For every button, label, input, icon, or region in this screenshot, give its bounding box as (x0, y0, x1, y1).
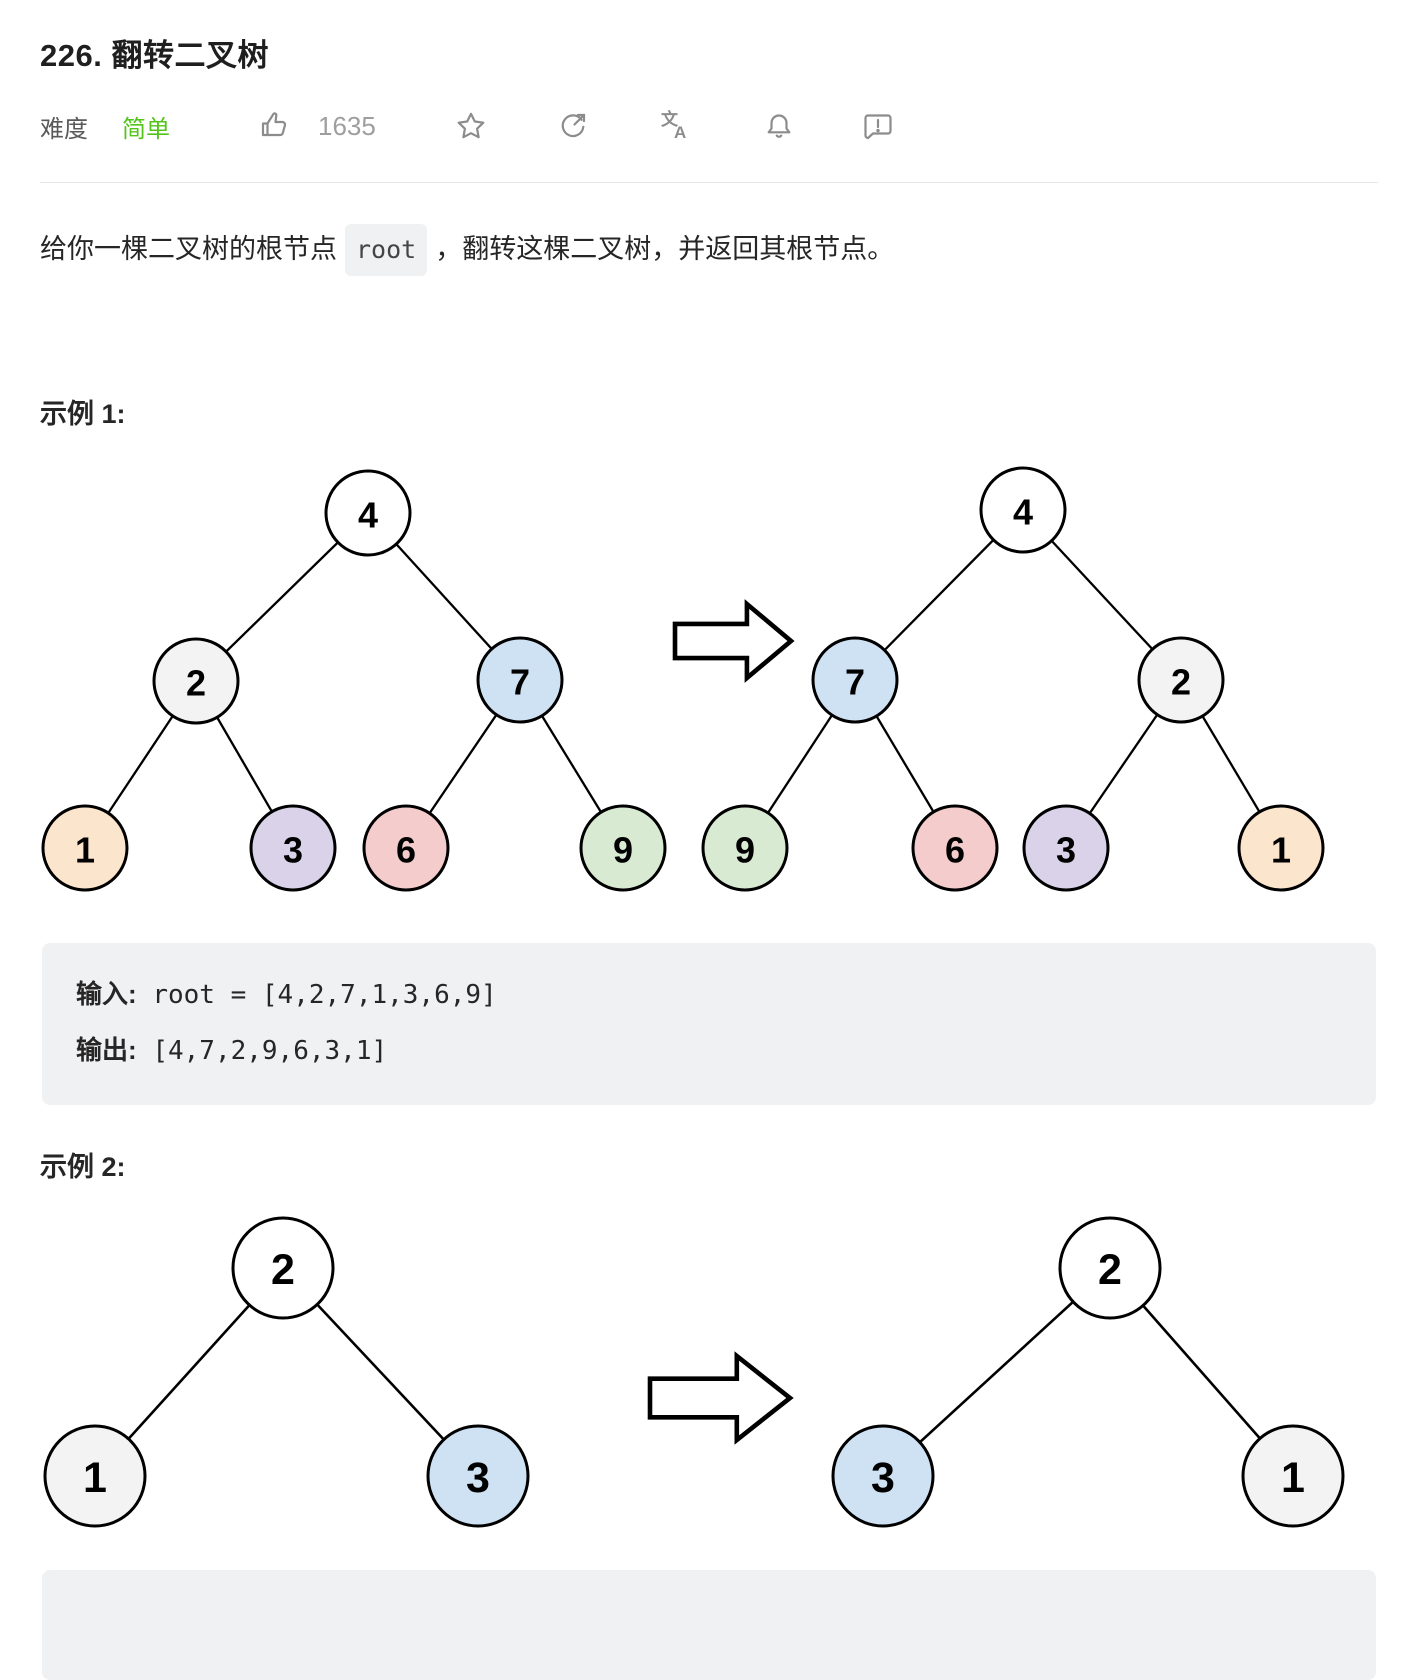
tree-node (426, 1424, 530, 1528)
tree-node-value: 3 (466, 1454, 490, 1502)
input-value: root = [4,2,7,1,3,6,9] (136, 980, 497, 1010)
likes-count: 1635 (318, 110, 376, 141)
output-label: 输出: (76, 1035, 137, 1065)
tree-node (231, 1216, 335, 1320)
tree-node-value: 4 (1013, 492, 1033, 533)
tree-node (579, 804, 667, 892)
problem-title: 226. 翻转二叉树 (40, 38, 269, 73)
tree-node (1058, 1216, 1162, 1320)
tree-node-value: 7 (510, 662, 530, 703)
transform-arrow (647, 1351, 794, 1445)
tree-node-value: 3 (1056, 830, 1076, 871)
tree-node-value: 2 (186, 663, 206, 704)
example2-tree-diagram: 2 1 3 2 3 1 (43, 1216, 1345, 1528)
inline-code-root: root (345, 224, 428, 276)
tree-node (1241, 1424, 1345, 1528)
tree-node-value: 3 (283, 830, 303, 871)
example2-heading: 示例 2: (40, 1152, 126, 1182)
tree-node-value: 9 (613, 830, 633, 871)
tree-node-value: 3 (871, 1454, 895, 1502)
tree-node (249, 804, 337, 892)
example1-tree-diagram: 4 2 7 1 3 6 9 4 7 2 9 6 3 1 (41, 466, 1325, 892)
example1-output-line: 输出: [4,7,2,9,6,3,1] (76, 1023, 1376, 1079)
feedback-icon[interactable] (862, 110, 894, 142)
tree-node-value: 4 (358, 495, 378, 536)
tree-node (1137, 636, 1225, 724)
tree-node (911, 804, 999, 892)
tree-node (1237, 804, 1325, 892)
tree-node (811, 636, 899, 724)
input-label: 输入: (76, 979, 137, 1009)
difficulty-label: 难度 (40, 115, 88, 143)
problem-page: 226. 翻转二叉树 难度 简单 1635 文 A (40, 38, 1378, 1680)
description-text-2: ，翻转这棵二叉树，并返回其根节点。 (435, 234, 895, 264)
description-text-1: 给你一棵二叉树的根节点 (40, 234, 337, 264)
tree-node (476, 636, 564, 724)
tree-node-value: 2 (1098, 1246, 1122, 1294)
tree-node-value: 2 (1171, 662, 1191, 703)
header-divider (40, 182, 1378, 183)
star-icon[interactable] (455, 110, 487, 142)
tree-node (979, 466, 1067, 554)
share-icon[interactable] (557, 110, 589, 142)
translate-icon[interactable]: 文 A (660, 110, 692, 142)
tree-node (1022, 804, 1110, 892)
bell-icon[interactable] (763, 110, 795, 142)
tree-node-value: 1 (75, 830, 95, 871)
example1-code-block: 输入: root = [4,2,7,1,3,6,9] 输出: [4,7,2,9,… (42, 943, 1376, 1105)
tree-node (831, 1424, 935, 1528)
tree-node (41, 804, 129, 892)
svg-text:文: 文 (661, 110, 679, 129)
tree-node (152, 637, 240, 725)
tree-node-value: 1 (83, 1454, 107, 1502)
problem-meta-row: 难度 简单 1635 文 A (40, 102, 1040, 150)
tree-node-value: 9 (735, 830, 755, 871)
example2-code-block (42, 1570, 1376, 1680)
tree-node (43, 1424, 147, 1528)
tree-node-value: 1 (1281, 1454, 1305, 1502)
thumbs-up-icon[interactable] (258, 110, 290, 142)
output-value: [4,7,2,9,6,3,1] (136, 1036, 388, 1066)
difficulty-badge: 简单 (122, 115, 170, 143)
tree-node (324, 469, 412, 557)
tree-node-value: 7 (845, 662, 865, 703)
tree-node (701, 804, 789, 892)
example1-heading: 示例 1: (40, 399, 126, 429)
tree-node-value: 2 (271, 1246, 295, 1294)
transform-arrow (672, 599, 795, 683)
svg-text:A: A (674, 123, 686, 142)
tree-node-value: 1 (1271, 830, 1291, 871)
tree-node-value: 6 (396, 830, 416, 871)
problem-description: 给你一棵二叉树的根节点 root，翻转这棵二叉树，并返回其根节点。 (40, 224, 1378, 276)
tree-node (362, 804, 450, 892)
tree-node-value: 6 (945, 830, 965, 871)
example1-input-line: 输入: root = [4,2,7,1,3,6,9] (76, 967, 1376, 1023)
